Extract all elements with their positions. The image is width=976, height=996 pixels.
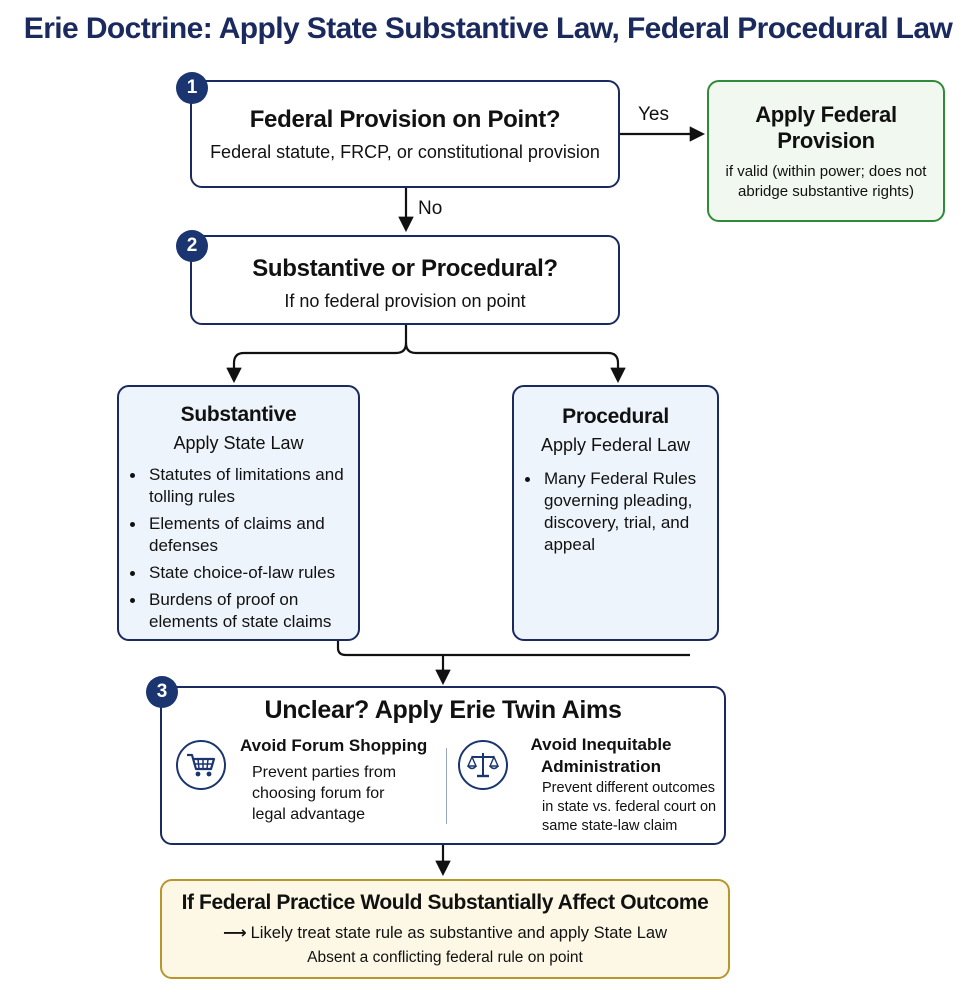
- step3-heading: Unclear? Apply Erie Twin Aims: [264, 696, 622, 724]
- outcome-heading: If Federal Practice Would Substantially …: [181, 891, 709, 914]
- step3-number-badge: 3: [146, 676, 178, 708]
- aim-inequitable-administration-title: Avoid Inequitable Administration: [530, 735, 672, 776]
- aim-inequitable-administration-text: Prevent different outcomes in state vs. …: [542, 780, 717, 834]
- step2-box: Substantive or Procedural? If no federal…: [190, 235, 620, 325]
- step1-heading: Federal Provision on Point?: [249, 106, 561, 133]
- substantive-heading: Substantive: [180, 403, 297, 426]
- procedural-box: Procedural Apply Federal Law Many Federa…: [512, 385, 719, 641]
- outcome-box: If Federal Practice Would Substantially …: [160, 879, 730, 979]
- step2-subtext: If no federal provision on point: [284, 291, 526, 311]
- list-item: Elements of claims and defenses: [119, 513, 358, 557]
- step2-heading: Substantive or Procedural?: [252, 255, 558, 282]
- federal-result-note: if valid (within power; does not abridge…: [725, 163, 927, 200]
- aim-forum-shopping-text: Prevent parties from choosing forum for …: [252, 764, 397, 823]
- procedural-list: Many Federal Rules governing pleading, d…: [514, 468, 717, 556]
- step1-box: Federal Provision on Point? Federal stat…: [190, 80, 620, 188]
- scales-of-justice-icon: [458, 740, 508, 790]
- substantive-subheading: Apply State Law: [173, 433, 304, 453]
- step1-number-badge: 1: [176, 72, 208, 104]
- aims-divider: [446, 748, 447, 824]
- substantive-list: Statutes of limitations and tolling rule…: [119, 464, 358, 633]
- step1-subtext: Federal statute, FRCP, or constitutional…: [210, 142, 600, 162]
- outcome-line2: Absent a conflicting federal rule on poi…: [307, 949, 583, 966]
- list-item: State choice-of-law rules: [119, 562, 358, 584]
- outcome-line1-text: Likely treat state rule as substantive a…: [250, 924, 668, 942]
- right-arrow-icon: ⟶: [222, 924, 247, 942]
- list-item: Many Federal Rules governing pleading, d…: [514, 468, 703, 556]
- shopping-cart-icon: [176, 740, 226, 790]
- step3-box: Unclear? Apply Erie Twin Aims Avoid Foru…: [160, 686, 726, 845]
- merge-connector: [336, 640, 690, 657]
- aim-forum-shopping-title: Avoid Forum Shopping: [240, 736, 428, 755]
- no-label: No: [418, 198, 443, 219]
- page-title: Erie Doctrine: Apply State Substantive L…: [23, 12, 953, 45]
- substantive-box: Substantive Apply State Law Statutes of …: [117, 385, 360, 641]
- step2-number-badge: 2: [176, 230, 208, 262]
- procedural-heading: Procedural: [562, 405, 669, 428]
- outcome-line1: ⟶Likely treat state rule as substantive …: [162, 923, 728, 943]
- split-connector-right: [404, 342, 626, 384]
- procedural-subheading: Apply Federal Law: [540, 435, 691, 455]
- list-item: Burdens of proof on elements of state cl…: [119, 589, 358, 633]
- federal-result-heading: Apply Federal Provision: [755, 102, 897, 153]
- split-connector: [226, 325, 408, 384]
- apply-federal-provision-box: Apply Federal Provision if valid (within…: [707, 80, 945, 222]
- list-item: Statutes of limitations and tolling rule…: [119, 464, 358, 508]
- yes-label: Yes: [638, 104, 669, 125]
